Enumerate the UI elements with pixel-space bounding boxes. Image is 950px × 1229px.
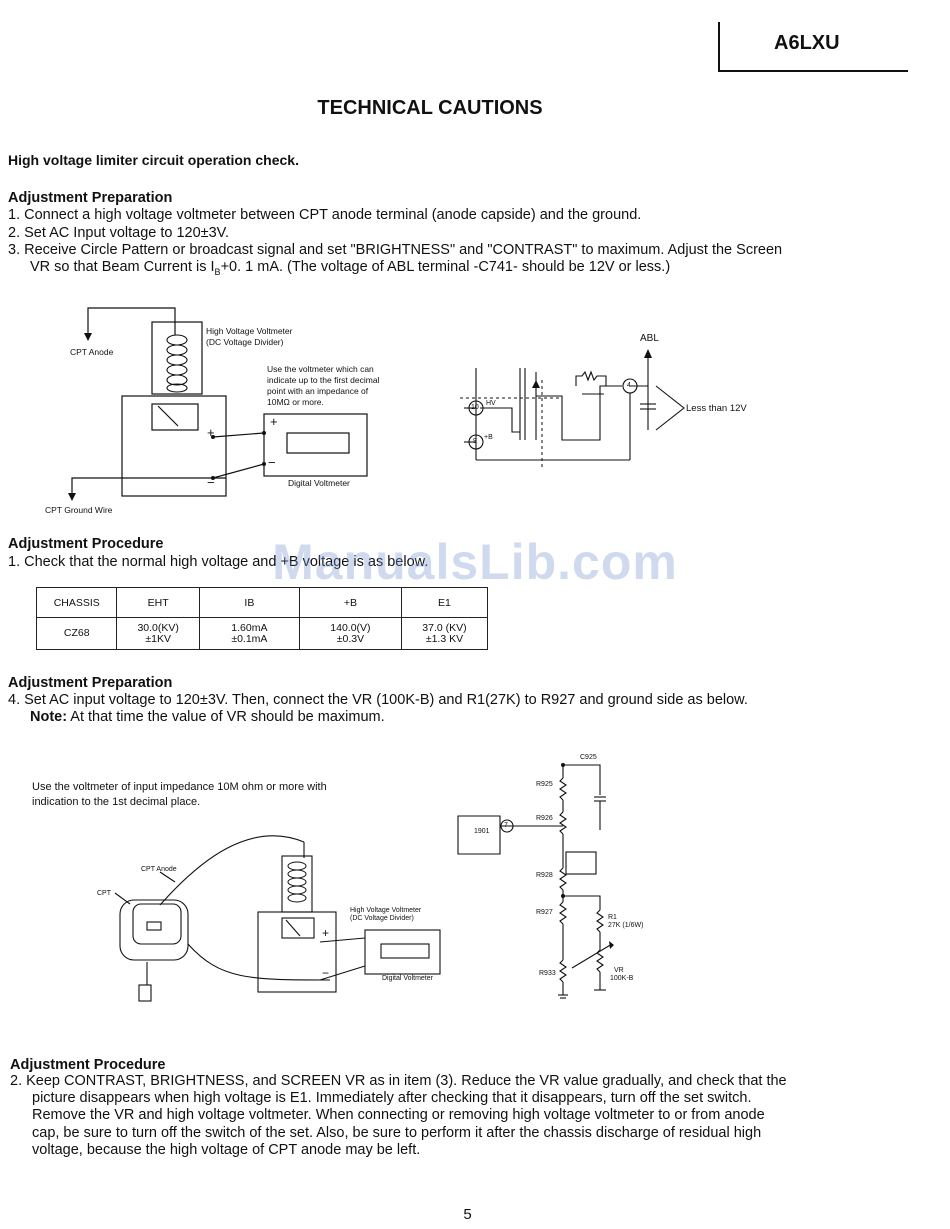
r927-label: R927 [536,909,553,916]
proc2-line-4: cap, be sure to turn off the switch of t… [32,1125,762,1141]
proc1-heading: Adjustment Procedure [8,536,164,552]
header-e1: E1 [400,587,489,618]
pin-7: 7 [504,822,508,829]
page-title: TECHNICAL CAUTIONS [317,97,543,119]
prep1-step1: 1. Connect a high voltage voltmeter betw… [8,207,642,223]
diagram3-minus: − [322,966,330,980]
prep2-note: Note: At that time the value of VR shoul… [30,709,385,725]
voltmeter-note-2: indicate up to the first decimal [267,375,380,385]
r925-label: R925 [536,781,553,788]
prep2-step: 4. Set AC input voltage to 120±3V. Then,… [8,692,748,708]
cell-b-tol: ±0.3V [336,632,365,645]
voltmeter-note-4: 10MΩ or more. [267,397,324,407]
cell-chassis: CZ68 [35,617,118,650]
watermark: ManualsLib.com [272,534,678,590]
voltmeter-note-1: Use the voltmeter which can [267,364,374,374]
prep1-sub-b: B [214,266,221,277]
note-text: At that time the value of VR should be m… [70,709,385,725]
pin-4: 4 [627,382,631,389]
diagram3-cpt-anode: CPT Anode [141,866,177,873]
diagram3-hv-voltmeter: High Voltage Voltmeter [350,907,422,914]
prep1-step3-b: +0. 1 mA. (The voltage of ABL terminal -… [220,259,671,275]
r1-label: R1 [608,914,617,921]
cell-ib-tol: ±0.1mA [231,632,268,645]
spec-table: CHASSIS EHT IB +B E1 CZ68 30.0(KV)±1KV 1… [35,587,489,650]
digital-voltmeter-label: Digital Voltmeter [288,478,350,488]
vr-label: VR [614,967,624,974]
minus-sign-meter: − [268,455,276,470]
diagram3-cpt: CPT [97,890,111,897]
pin-9: 9 [473,438,477,445]
ic-label: 1901 [474,828,490,835]
c925-label: C925 [580,754,597,761]
diagram3-note-2: indication to the 1st decimal place. [32,796,201,808]
less-than-label: Less than 12V [686,403,747,414]
proc2-line-1: 2. Keep CONTRAST, BRIGHTNESS, and SCREEN… [10,1073,787,1089]
r926-label: R926 [536,815,553,822]
b-plus-label: +B [484,434,493,441]
header-chassis: CHASSIS [35,587,118,618]
vr-value: 100K-B [610,975,634,982]
r1-value: 27K (1/6W) [608,922,644,929]
hv-voltmeter-label: High Voltage Voltmeter [206,326,293,336]
cell-ib-value: 1.60mA [231,621,268,634]
plus-sign: + [207,425,215,440]
cell-e1-value: 37.0 (KV) [422,621,467,634]
header-eht: EHT [116,587,200,618]
dc-divider-label: (DC Voltage Divider) [206,337,284,347]
proc2-line-2: picture disappears when high voltage is … [32,1090,752,1106]
r928-label: R928 [536,872,553,879]
proc1-step: 1. Check that the normal high voltage an… [8,554,429,570]
cell-eht-tol: ±1KV [145,632,171,645]
hv-label: HV [486,400,496,407]
header-ib: IB [198,587,300,618]
diagram3-note-1: Use the voltmeter of input impedance 10M… [32,781,327,793]
cell-e1: 37.0 (KV)±1.3 KV [400,617,489,650]
r933-label: R933 [539,970,556,977]
diagram3-dc-divider: (DC Voltage Divider) [350,915,414,922]
cell-b: 140.0(V)±0.3V [298,617,402,650]
subtitle: High voltage limiter circuit operation c… [8,152,299,168]
cell-eht: 30.0(KV)±1KV [116,617,200,650]
proc2-heading: Adjustment Procedure [10,1057,166,1073]
plus-sign-meter: + [270,414,278,429]
cell-b-value: 140.0(V) [330,621,371,634]
prep1-step3-cont: VR so that Beam Current is IB+0. 1 mA. (… [30,259,670,277]
prep1-step3: 3. Receive Circle Pattern or broadcast s… [8,242,783,258]
pin-10: 10 [471,404,479,411]
diagram3-digital-voltmeter: Digital Voltmeter [382,975,433,982]
cell-e1-tol: ±1.3 KV [425,632,464,645]
diagram3-plus: + [322,926,330,940]
model-label: A6LXU [774,32,840,54]
voltmeter-note-3: point with an impedance of [267,386,369,396]
model-box [718,22,908,72]
cell-eht-value: 30.0(KV) [137,621,179,634]
ground-wire-label: CPT Ground Wire [45,505,113,515]
cpt-anode-label: CPT Anode [70,347,114,357]
prep1-heading: Adjustment Preparation [8,190,173,206]
page-number: 5 [463,1206,472,1223]
abl-label: ABL [640,333,659,344]
cell-ib: 1.60mA±0.1mA [198,617,300,650]
prep1-step2: 2. Set AC Input voltage to 120±3V. [8,225,230,241]
prep2-heading: Adjustment Preparation [8,675,173,691]
note-label: Note: [30,709,68,725]
proc2-line-5: voltage, because the high voltage of CPT… [32,1142,421,1158]
prep1-step3-a: VR so that Beam Current is I [30,259,215,275]
minus-sign: − [207,475,215,490]
proc2-line-3: Remove the VR and high voltage voltmeter… [32,1107,765,1123]
